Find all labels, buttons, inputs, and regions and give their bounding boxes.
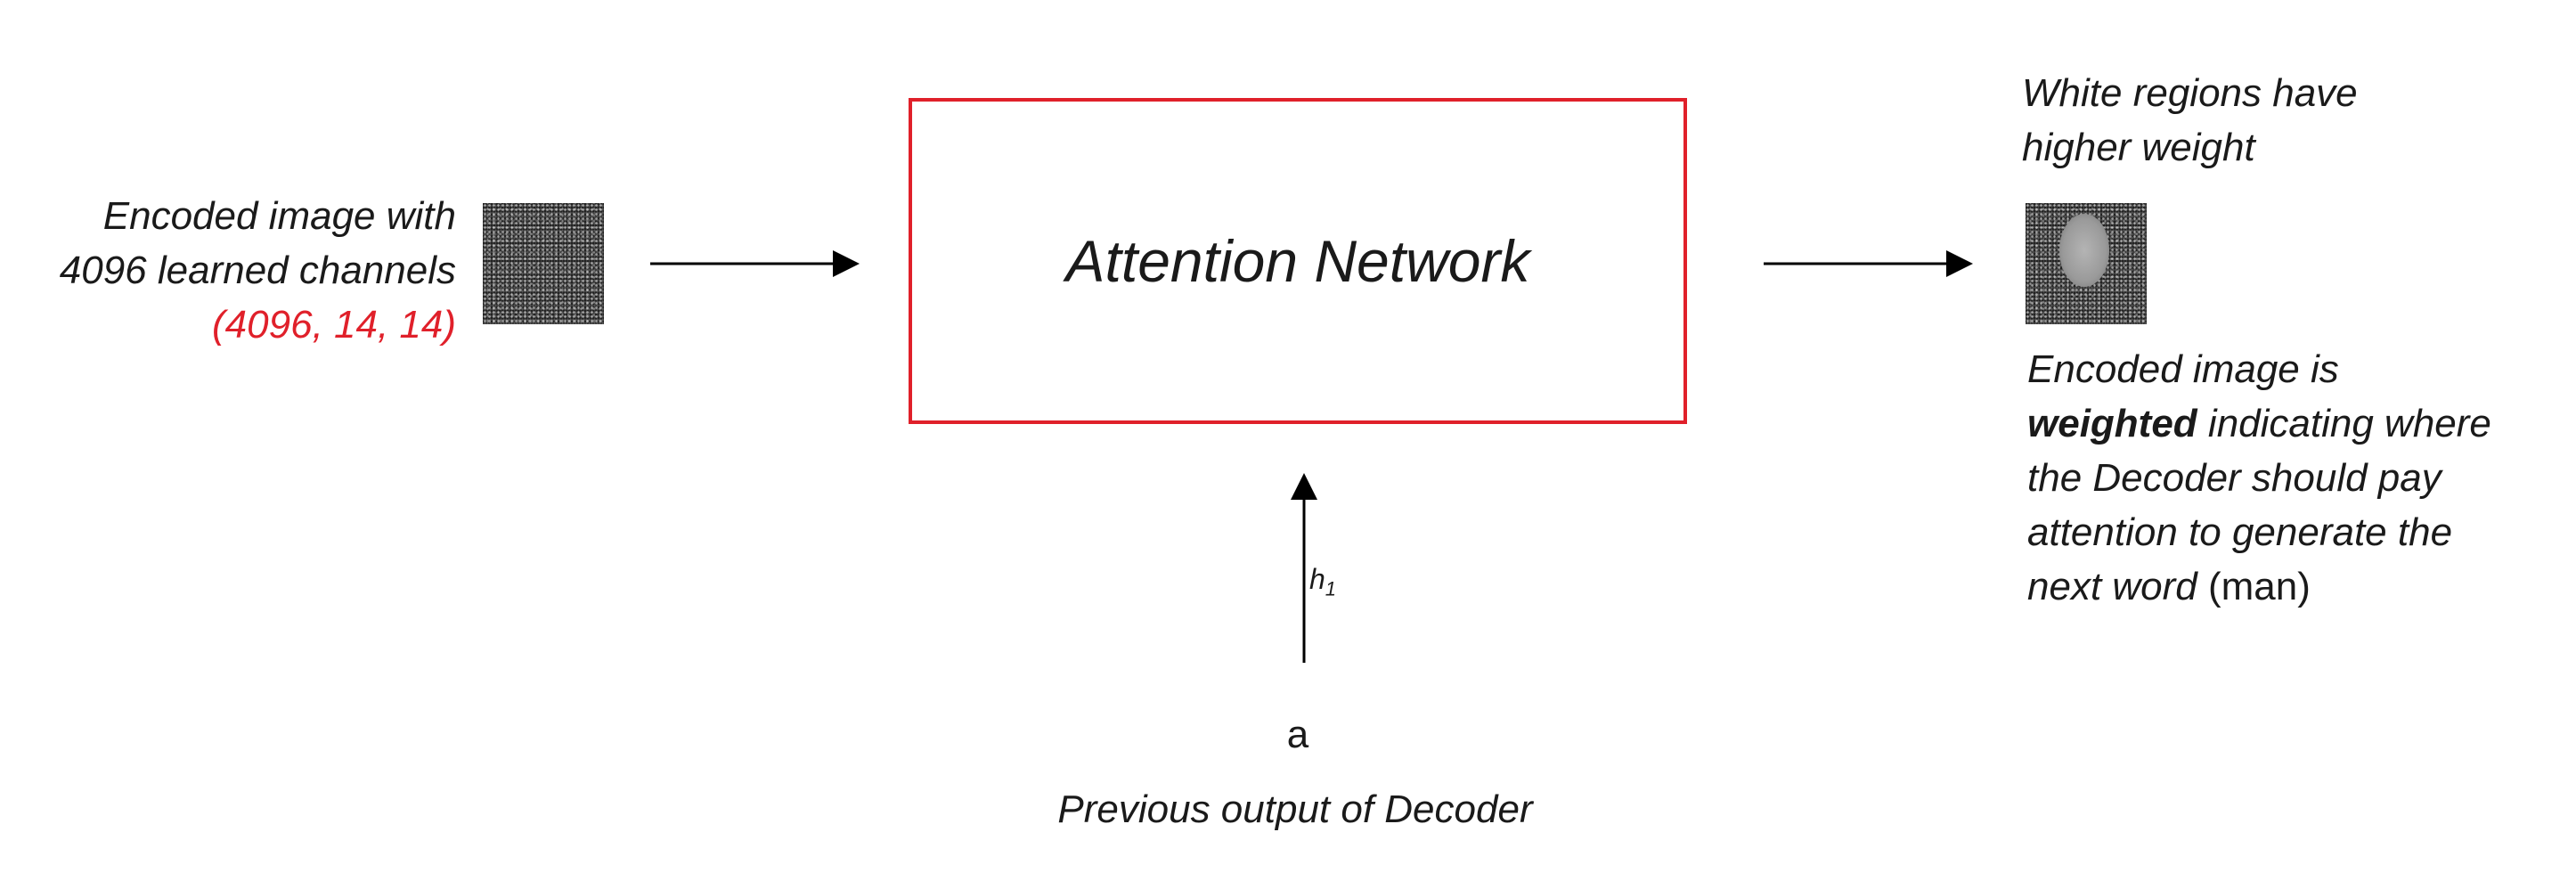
input-label: Encoded image with 4096 learned channels… (27, 189, 456, 352)
encoded-image-thumbnail (483, 203, 604, 324)
input-label-line1: Encoded image with (102, 194, 456, 238)
input-label-line2: 4096 learned channels (59, 249, 456, 292)
weight-description: Encoded image is weighted indicating whe… (2027, 342, 2562, 614)
attention-network-title: Attention Network (1065, 228, 1530, 294)
attention-highlight (2059, 214, 2109, 287)
decoder-label: Previous output of Decoder (1057, 787, 1533, 831)
weighted-image-thumbnail (2026, 203, 2147, 324)
weight-desc-bold: weighted (2027, 402, 2197, 445)
weight-desc-line5-rest: (man) (2197, 565, 2311, 608)
weight-desc-line5: next word (man) (2027, 559, 2562, 614)
hidden-state-subscript: 1 (1325, 577, 1337, 600)
weight-desc-line2-rest: indicating where (2197, 402, 2491, 445)
weight-desc-line2: weighted indicating where (2027, 396, 2562, 451)
weight-desc-line3: the Decoder should pay (2027, 456, 2441, 500)
hidden-state-symbol: h (1309, 563, 1325, 595)
attention-network-box: Attention Network (909, 98, 1687, 424)
hidden-state-label: h1 (1309, 563, 1336, 600)
weight-note: White regions have higher weight (2022, 66, 2556, 175)
token-label: a (1286, 713, 1309, 756)
weight-desc-line1: Encoded image is (2027, 347, 2339, 391)
weight-desc-next-word: next word (2027, 565, 2197, 608)
input-shape: (4096, 14, 14) (212, 303, 456, 347)
weight-note-line1: White regions have (2022, 71, 2358, 115)
weight-note-line2: higher weight (2022, 126, 2255, 169)
weight-desc-line4: attention to generate the (2027, 510, 2453, 554)
